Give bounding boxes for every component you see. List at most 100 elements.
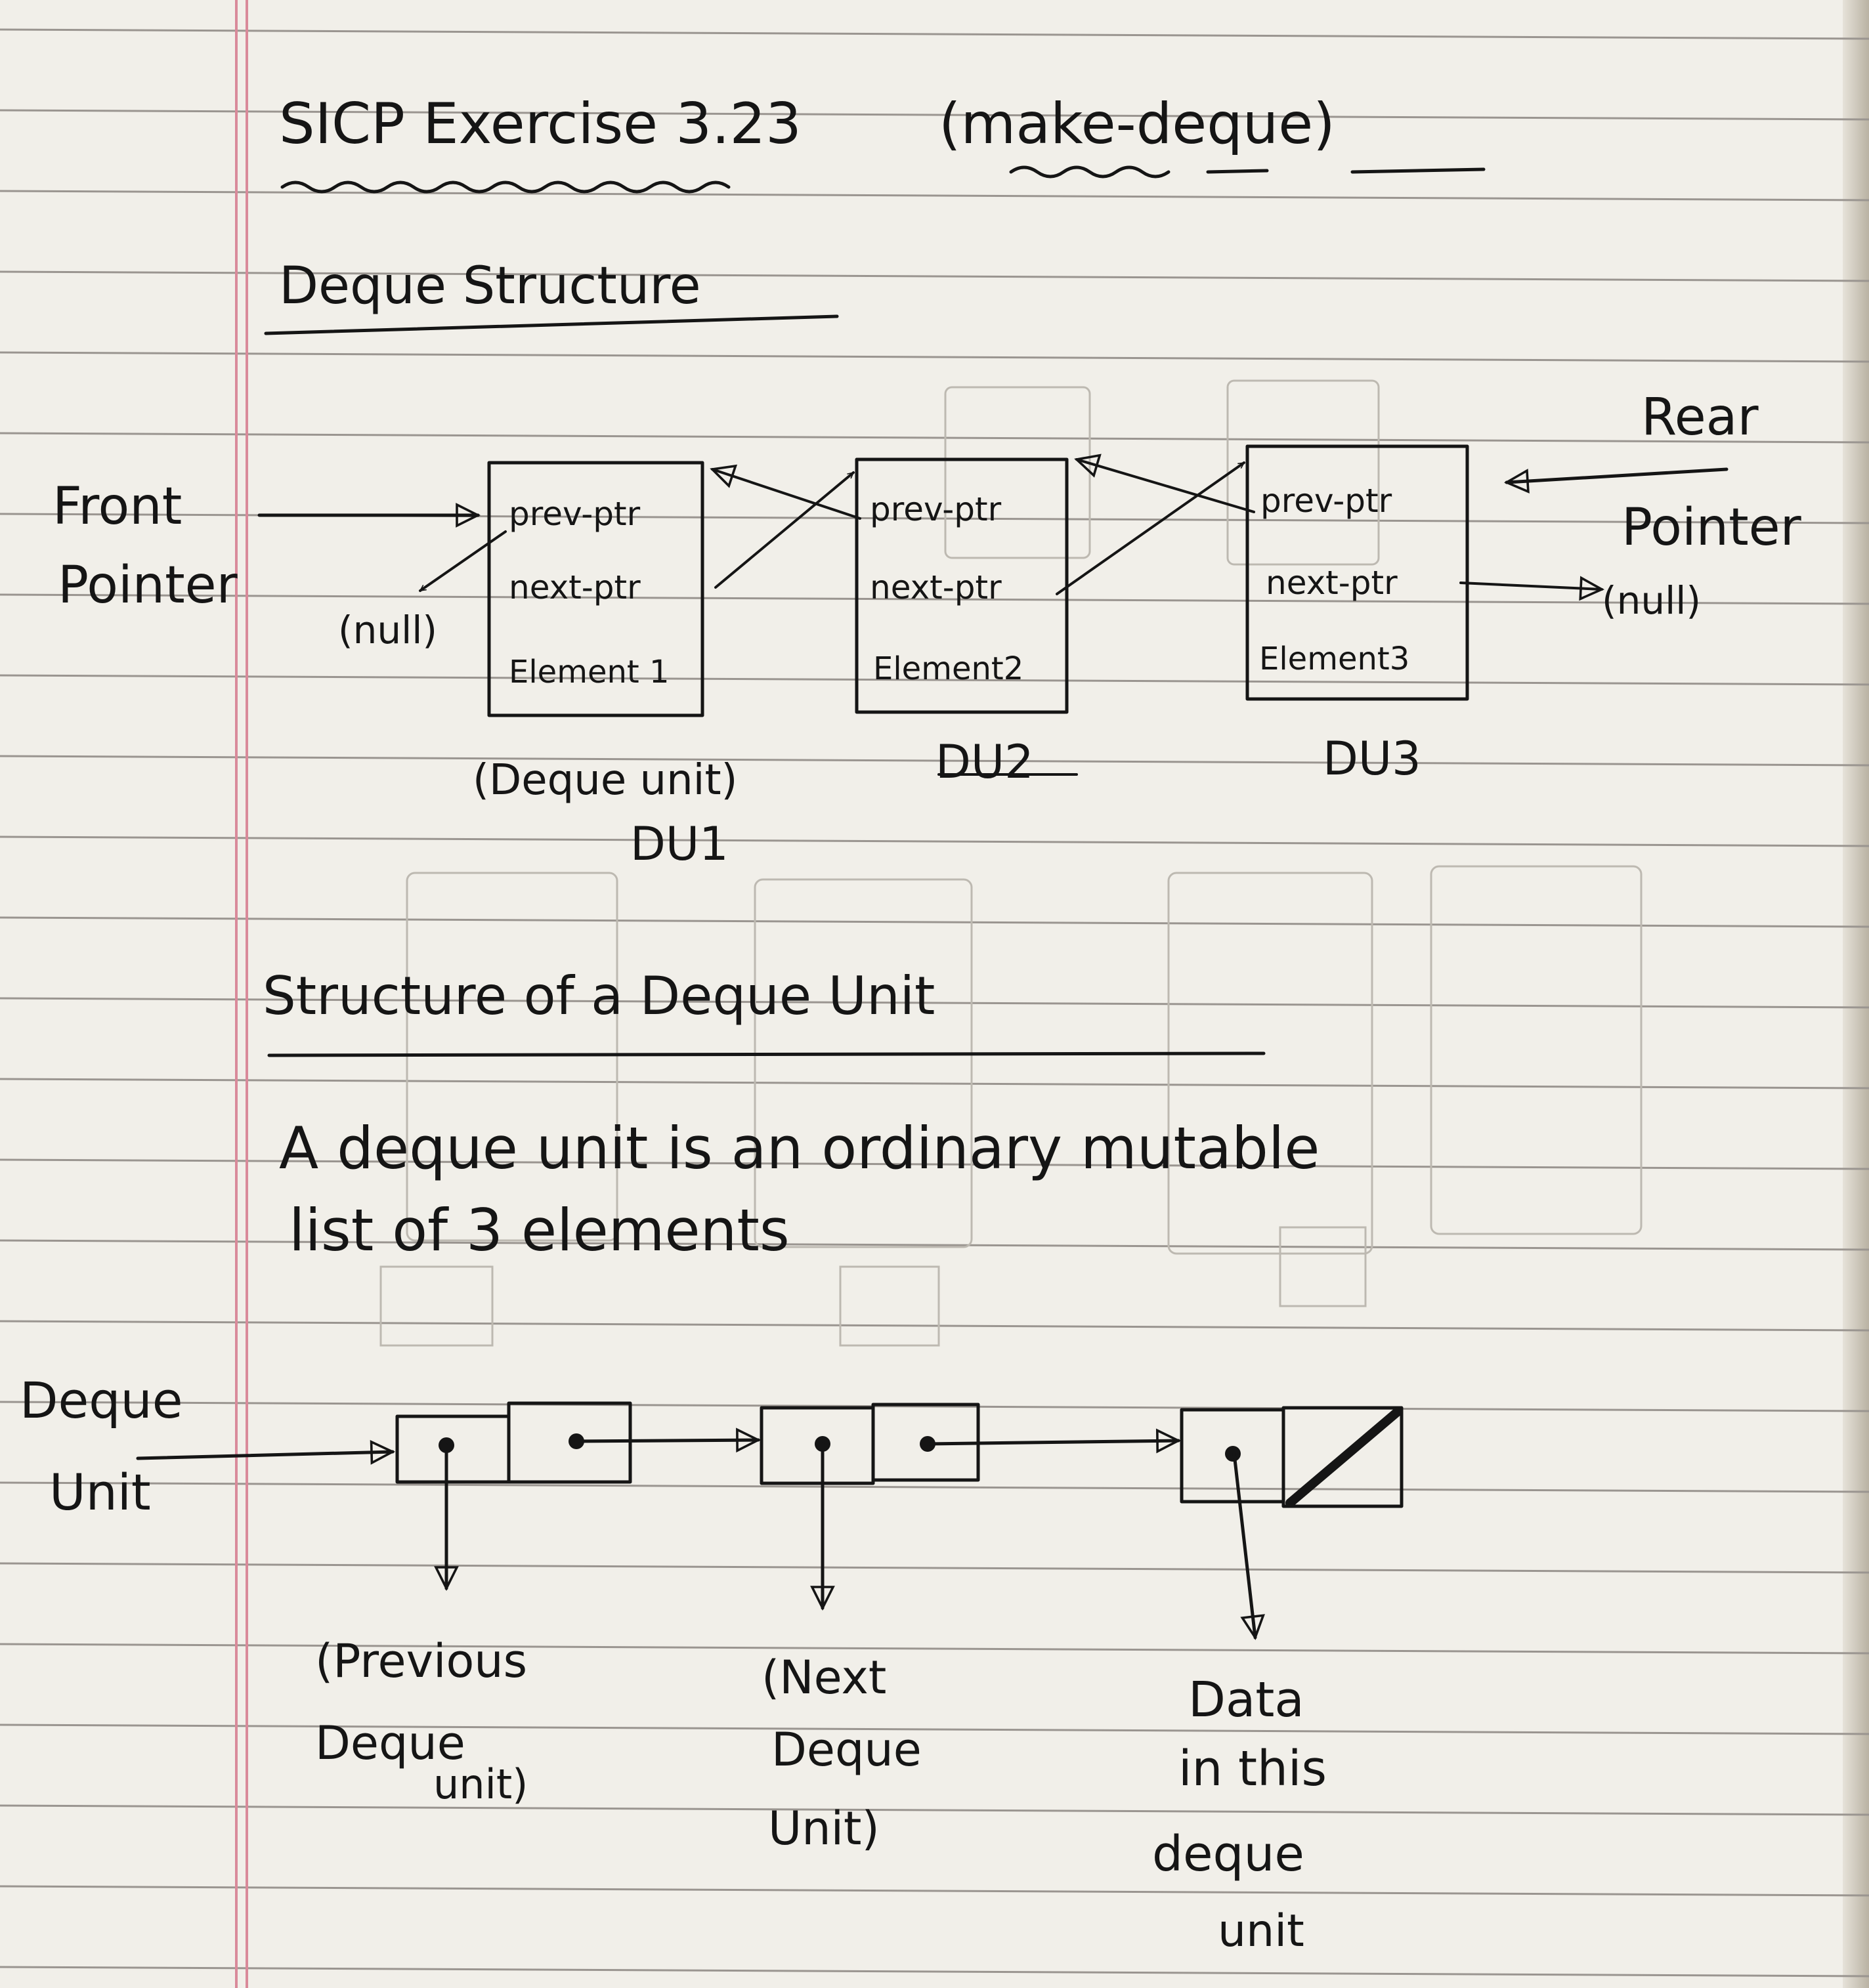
section1-heading: Deque Structure bbox=[264, 257, 839, 335]
du2-next-to-du3-arrow bbox=[1056, 461, 1245, 595]
du3-next-field: next-ptr bbox=[1266, 564, 1398, 602]
svg-text:Pointer: Pointer bbox=[58, 556, 238, 615]
title-text: SICP Exercise 3.23 bbox=[279, 91, 802, 157]
pair-1 bbox=[395, 1401, 758, 1588]
rule-line bbox=[0, 1078, 1869, 1089]
deque-unit-3: prev-ptr next-ptr Element3 DU3 bbox=[1245, 444, 1469, 786]
section2-text-line2: list of 3 elements bbox=[289, 1196, 790, 1264]
rule-line bbox=[0, 1804, 1869, 1816]
deque-unit-3-box bbox=[1245, 444, 1469, 701]
rule-line bbox=[0, 835, 1869, 847]
rule-line bbox=[0, 1481, 1869, 1493]
svg-text:(Next: (Next bbox=[762, 1651, 886, 1704]
pair-3-cdr bbox=[1281, 1406, 1404, 1508]
deque-unit-1: prev-ptr next-ptr Element 1 (Deque unit)… bbox=[473, 461, 738, 871]
rule-line bbox=[0, 674, 1869, 686]
svg-text:Deque: Deque bbox=[315, 1716, 465, 1770]
du1-next-to-du2-arrow bbox=[714, 471, 855, 589]
du3-prev-field: prev-ptr bbox=[1260, 482, 1392, 520]
ruled-lines bbox=[0, 28, 1869, 1977]
svg-text:in this: in this bbox=[1178, 1741, 1327, 1797]
du1-element-field: Element 1 bbox=[509, 654, 670, 690]
svg-text:Rear: Rear bbox=[1641, 388, 1759, 447]
svg-text:Unit): Unit) bbox=[768, 1802, 880, 1855]
caption-next: (Next Deque Unit) bbox=[762, 1651, 922, 1855]
du1-prev-field: prev-ptr bbox=[509, 495, 641, 533]
rule-line bbox=[0, 351, 1869, 363]
rule-line bbox=[0, 997, 1869, 1009]
rear-null-label: (null) bbox=[1602, 578, 1701, 623]
rear-pointer-arrow bbox=[1507, 467, 1729, 482]
deque-unit-entry-arrow bbox=[136, 1452, 393, 1458]
rule-line bbox=[0, 916, 1869, 928]
caption-data: Data in this deque unit bbox=[1152, 1672, 1327, 1957]
du1-name: DU1 bbox=[630, 817, 729, 871]
section2-heading: Structure of a Deque Unit bbox=[263, 965, 1266, 1057]
pair-1-cdr-arrow bbox=[574, 1440, 758, 1441]
rule-line bbox=[0, 1562, 1869, 1574]
pair-3-nil-slash bbox=[1285, 1406, 1403, 1508]
title-wavy-underline bbox=[280, 180, 731, 194]
svg-text:(Previous: (Previous bbox=[315, 1634, 527, 1688]
du2-name: DU2 bbox=[935, 735, 1034, 789]
du2-next-field: next-ptr bbox=[870, 568, 1002, 606]
rule-line bbox=[0, 432, 1869, 444]
rule-line bbox=[0, 1885, 1869, 1897]
rule-line bbox=[0, 1966, 1869, 1977]
rule-line bbox=[0, 270, 1869, 282]
svg-text:Data: Data bbox=[1188, 1672, 1304, 1728]
rule-line bbox=[0, 28, 1869, 40]
pair-3-car-arrow bbox=[1232, 1452, 1255, 1638]
rule-line bbox=[0, 1724, 1869, 1735]
du3-element-field: Element3 bbox=[1259, 641, 1409, 677]
section2-text-line1: A deque unit is an ordinary mutable bbox=[279, 1114, 1320, 1182]
svg-text:Unit: Unit bbox=[49, 1463, 151, 1521]
pair-1-cdr bbox=[507, 1401, 632, 1484]
pair-2 bbox=[760, 1403, 1178, 1608]
du1-prev-to-null-arrow bbox=[419, 530, 507, 592]
du1-next-field: next-ptr bbox=[509, 568, 641, 606]
svg-text:deque: deque bbox=[1152, 1826, 1304, 1882]
rule-line bbox=[0, 1158, 1869, 1170]
title-paren-text: (make-deque) bbox=[939, 91, 1335, 157]
rule-line bbox=[0, 755, 1869, 767]
svg-text:Structure of a Deque Unit: Structure of a Deque Unit bbox=[263, 965, 935, 1026]
du3-prev-to-du2-arrow bbox=[1077, 459, 1255, 513]
svg-text:Deque: Deque bbox=[771, 1723, 922, 1777]
link-arrows bbox=[419, 459, 1602, 595]
rule-line bbox=[0, 1239, 1869, 1251]
page-edge bbox=[1843, 0, 1869, 1988]
paren-wavy-underline bbox=[1009, 165, 1486, 179]
rule-line bbox=[0, 1320, 1869, 1332]
pair-3 bbox=[1180, 1406, 1404, 1638]
pair-2-cdr-arrow bbox=[926, 1441, 1178, 1444]
svg-text:Front: Front bbox=[53, 477, 182, 536]
rule-line bbox=[0, 109, 1869, 121]
du2-prev-to-du1-arrow bbox=[712, 469, 861, 520]
du3-next-to-null-arrow bbox=[1459, 583, 1602, 589]
page-title: SICP Exercise 3.23 (make-deque) bbox=[279, 91, 1486, 194]
front-pointer: Front Pointer bbox=[53, 477, 478, 615]
du2-prev-field: prev-ptr bbox=[870, 490, 1002, 528]
svg-text:Deque Structure: Deque Structure bbox=[279, 257, 701, 316]
rule-line bbox=[0, 593, 1869, 605]
du3-name: DU3 bbox=[1323, 732, 1421, 786]
rule-line bbox=[0, 1401, 1869, 1412]
du2-element-field: Element2 bbox=[873, 650, 1023, 687]
deque-unit-1-box bbox=[487, 461, 704, 717]
du1-caption: (Deque unit) bbox=[473, 756, 738, 805]
deque-unit-2: prev-ptr next-ptr Element2 DU2 bbox=[855, 457, 1078, 789]
svg-text:unit: unit bbox=[1218, 1905, 1304, 1957]
svg-text:unit): unit) bbox=[433, 1760, 528, 1808]
rear-pointer: Rear Pointer bbox=[1507, 388, 1802, 557]
svg-text:Deque: Deque bbox=[20, 1371, 183, 1429]
deque-unit-label: Deque Unit bbox=[20, 1371, 393, 1521]
margin-line bbox=[235, 0, 248, 1988]
rule-line bbox=[0, 1643, 1869, 1655]
rule-line bbox=[0, 190, 1869, 201]
caption-previous: (Previous Deque unit) bbox=[315, 1634, 528, 1808]
svg-text:Pointer: Pointer bbox=[1622, 498, 1802, 557]
front-null-label: (null) bbox=[338, 608, 437, 652]
